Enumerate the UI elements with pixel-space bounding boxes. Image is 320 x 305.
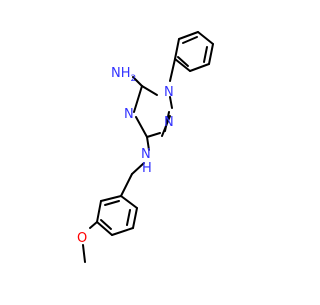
bond-inner xyxy=(203,46,208,63)
bond xyxy=(197,31,214,45)
bond xyxy=(82,244,86,263)
ring-n1-label: N xyxy=(164,85,174,100)
amine-nh2-label: NH2 xyxy=(111,66,136,84)
bond-inner xyxy=(100,219,112,230)
bond-inner xyxy=(177,56,189,67)
bond xyxy=(146,136,150,151)
bond xyxy=(146,132,161,138)
bond xyxy=(100,195,122,202)
bond xyxy=(169,58,176,82)
structure-canvas: NH2 N N N N H O xyxy=(77,31,214,263)
bond xyxy=(189,63,210,72)
bond xyxy=(96,200,102,223)
bond xyxy=(169,96,173,109)
atom-labels: NH2 N N N N H O xyxy=(77,66,174,246)
bonds xyxy=(82,31,214,263)
bond xyxy=(174,38,180,60)
bond-inner xyxy=(182,36,198,44)
bond xyxy=(120,173,133,197)
bond xyxy=(208,43,214,65)
bond xyxy=(133,85,143,113)
bond xyxy=(89,221,98,229)
bond xyxy=(96,221,113,236)
methoxy-o-label: O xyxy=(77,231,87,246)
bond xyxy=(141,85,158,96)
bond xyxy=(132,207,138,229)
linker-nh-h-label: H xyxy=(142,161,152,176)
bond xyxy=(135,116,148,138)
ring-n4-label: N xyxy=(124,107,134,122)
bond xyxy=(120,195,138,209)
bond xyxy=(178,31,199,40)
bond-inner xyxy=(104,200,120,206)
bond xyxy=(174,58,191,72)
bond xyxy=(131,162,145,175)
linker-nh-label: N xyxy=(141,147,151,162)
bond-inner xyxy=(126,209,131,226)
bond xyxy=(111,227,134,236)
ring-n2-label: N xyxy=(164,115,174,130)
bond xyxy=(132,76,143,87)
molecule-diagram: NH2 N N N N H O xyxy=(77,31,214,263)
bond-double xyxy=(164,111,170,132)
